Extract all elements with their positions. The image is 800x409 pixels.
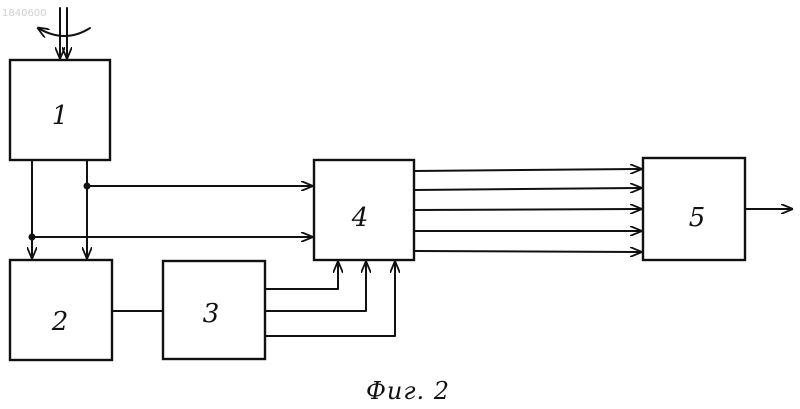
block-2: 2 bbox=[10, 260, 112, 360]
block-3: 3 bbox=[163, 261, 265, 359]
block1-to-block4-lines bbox=[29, 183, 313, 241]
block1-to-block2-lines bbox=[32, 160, 87, 258]
junction-dot bbox=[29, 234, 36, 241]
block-5-label: 5 bbox=[689, 203, 706, 233]
block-2-label: 2 bbox=[51, 307, 69, 337]
block3-to-block4-lines bbox=[265, 262, 395, 336]
block-1: 1 bbox=[10, 60, 110, 160]
figure-caption: Фиг. 2 bbox=[366, 377, 450, 405]
junction-dot bbox=[84, 183, 91, 190]
block4-to-block5-lines bbox=[414, 169, 641, 252]
block-5: 5 bbox=[643, 158, 745, 260]
block-3-label: 3 bbox=[203, 299, 220, 329]
block-1-label: 1 bbox=[52, 101, 69, 131]
block-4-label: 4 bbox=[351, 203, 369, 233]
document-stamp: 1840600 bbox=[2, 8, 47, 19]
block-4: 4 bbox=[314, 160, 414, 260]
